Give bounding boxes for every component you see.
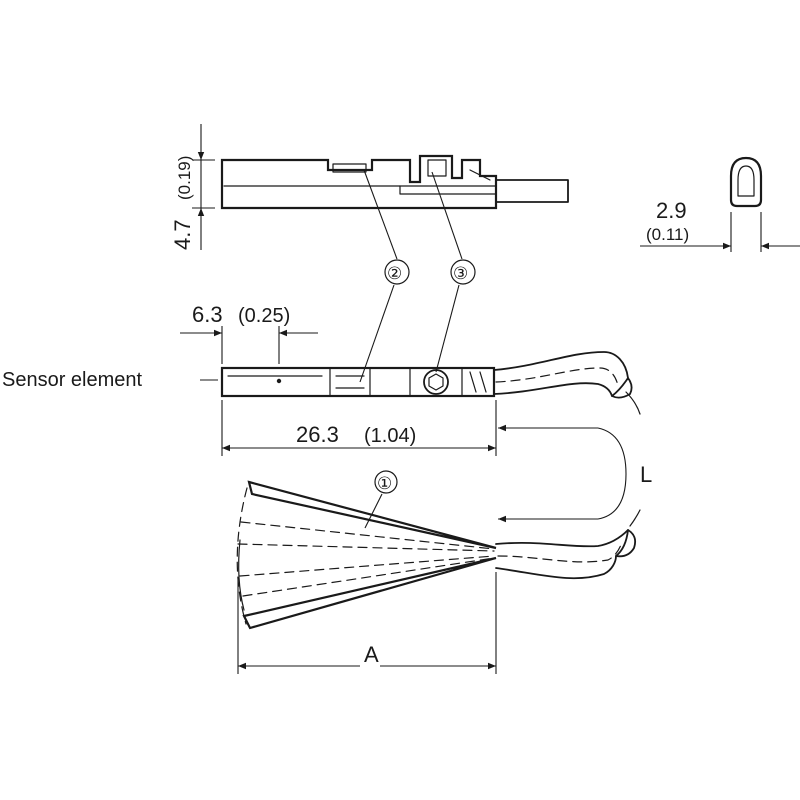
length-dimension: 26.3 (1.04): [221, 400, 497, 456]
height-in-label: (0.19): [175, 156, 194, 200]
width-mm-label: 2.9: [656, 198, 687, 223]
cable-length-label: L: [640, 462, 652, 487]
height-dimension: 4.7 (0.19): [170, 124, 215, 250]
callout-2: ②: [359, 169, 410, 383]
callout-3: ③: [431, 171, 476, 373]
callout-1-label: ①: [377, 474, 392, 493]
spread-label: A: [364, 642, 379, 667]
end-view: 2.9 (0.11): [640, 156, 800, 252]
length-mm-label: 26.3: [296, 422, 339, 447]
side-view: [220, 154, 569, 210]
callout-1: ①: [364, 470, 398, 529]
cable-length-dimension: L: [498, 424, 652, 523]
height-mm-label: 4.7: [170, 219, 195, 250]
callout-2-label: ②: [387, 264, 402, 283]
spread-dimension: A: [237, 572, 497, 674]
top-view: [220, 351, 641, 415]
offset-mm-label: 6.3: [192, 302, 223, 327]
sensor-element-label: Sensor element: [2, 369, 143, 391]
callout-3-label: ③: [453, 264, 468, 283]
bend-view: [236, 480, 641, 630]
length-in-label: (1.04): [364, 425, 416, 447]
width-in-label: (0.11): [646, 225, 689, 244]
offset-in-label: (0.25): [238, 305, 290, 327]
sensor-element-annotation: Sensor element: [2, 369, 218, 391]
sensor-offset-dimension: 6.3 (0.25): [180, 302, 318, 364]
